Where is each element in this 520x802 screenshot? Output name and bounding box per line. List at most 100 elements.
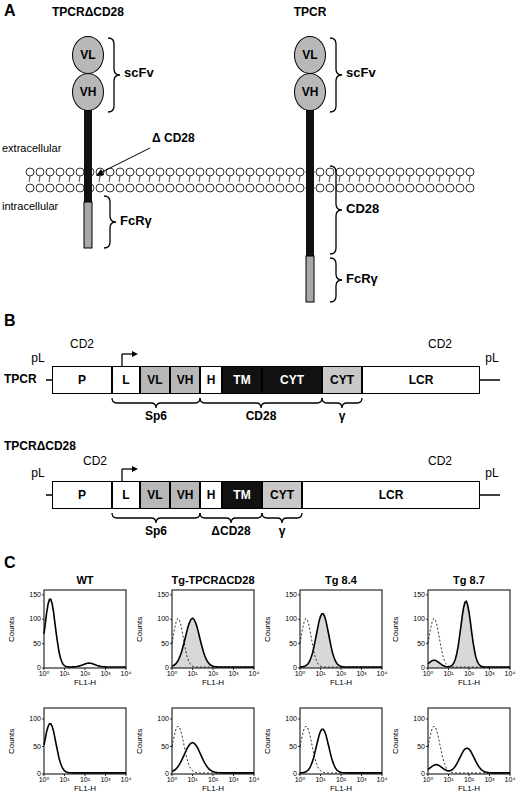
tick (300, 774, 301, 776)
segment-label: Sp6 (145, 525, 167, 538)
domain-label: Δ CD28 (152, 132, 195, 145)
tm-box: TM (222, 481, 262, 509)
tick (170, 719, 172, 720)
arrowhead (96, 169, 104, 176)
control-curve (428, 727, 510, 773)
lipid-head (396, 168, 404, 176)
tick (426, 643, 428, 644)
tick-label: 10¹ (443, 670, 453, 678)
lipid-head (466, 184, 474, 192)
lipid-tail (259, 176, 260, 182)
tick (254, 774, 255, 776)
tick-label: 50 (161, 640, 169, 648)
node-label: CYT (330, 373, 354, 387)
tick (42, 643, 44, 644)
lipid-head (466, 168, 474, 176)
lipid-tail (99, 176, 100, 182)
tick (489, 668, 490, 670)
construct-name: TPCR (4, 373, 37, 386)
lipid-head (336, 168, 344, 176)
lipid-head (76, 168, 84, 176)
tick-label: 10⁴ (121, 776, 132, 784)
lipid-head (406, 168, 414, 176)
tick-label: 10³ (100, 776, 110, 784)
lipid-head (436, 184, 444, 192)
tick-label: 10² (80, 670, 90, 678)
lipid-head (66, 184, 74, 192)
tick-label: 10⁰ (167, 670, 178, 678)
lipid-head (116, 168, 124, 176)
tick (428, 668, 429, 670)
lipid-head (166, 184, 174, 192)
lipid-tail (299, 176, 300, 182)
tick-label: 10¹ (315, 776, 325, 784)
tick-label: 10³ (228, 776, 238, 784)
tick-label: 10³ (356, 776, 366, 784)
lipid-tail (209, 176, 210, 182)
plot-frame (172, 708, 254, 774)
histogram-title: Tg 8.7 (453, 574, 485, 586)
gene-label: CD2 (83, 455, 107, 468)
tick (448, 668, 449, 670)
axis-title: Counts (393, 728, 402, 753)
lipid-head (386, 168, 394, 176)
curly-bracket (104, 196, 116, 248)
gamma-cyt-box: CYT (262, 481, 302, 509)
tick-label: 50 (33, 640, 41, 648)
tick-label: 100 (29, 615, 41, 623)
lipid-head (36, 184, 44, 192)
tick (298, 746, 300, 747)
plot-frame (300, 708, 382, 774)
lipid-head (326, 168, 334, 176)
tick (298, 719, 300, 720)
lipid-head (216, 168, 224, 176)
tick-label: 10³ (228, 670, 238, 678)
tick (85, 774, 86, 776)
lipid-tail (169, 176, 170, 182)
tick (469, 668, 470, 670)
histogram-fill (428, 601, 510, 668)
panel-letter: A (4, 2, 16, 20)
vl-box: VL (140, 481, 170, 509)
tick (320, 774, 321, 776)
histogram-curve (44, 599, 126, 667)
node-label: VH (80, 85, 97, 99)
lipid-head (26, 184, 34, 192)
tick-label: 10⁴ (121, 670, 132, 678)
lipid-head (46, 184, 54, 192)
tick (170, 746, 172, 747)
tick-label: 10¹ (59, 776, 69, 784)
construct-name: TPCRΔCD28 (4, 440, 76, 453)
vector-line (480, 494, 500, 496)
lipid-head (176, 184, 184, 192)
node-label: VL (302, 48, 317, 62)
vh-domain: VH (72, 73, 104, 111)
tick (126, 774, 127, 776)
tick-label: 50 (289, 640, 297, 648)
hinge-box: H (200, 481, 222, 509)
curly-bracket (262, 513, 302, 523)
tick (85, 668, 86, 670)
lipid-tail (459, 176, 460, 182)
lipid-head (186, 184, 194, 192)
lipid-head (456, 184, 464, 192)
tick-label: 50 (417, 640, 425, 648)
tick (170, 594, 172, 595)
cd28-stalk (84, 110, 92, 202)
tick (64, 774, 65, 776)
lipid-tail (329, 176, 330, 182)
axis-title: Counts (137, 616, 146, 641)
lipid-head (446, 184, 454, 192)
tick (213, 774, 214, 776)
lipid-head (296, 168, 304, 176)
lipid-tail (119, 176, 120, 182)
curly-bracket (330, 38, 342, 112)
lipid-tail (139, 176, 140, 182)
lipid-head (146, 168, 154, 176)
histogram-curve (428, 601, 510, 667)
promoter-box: P (52, 481, 112, 509)
tick-label: 50 (417, 743, 425, 751)
axis-title: FL1-H (330, 785, 352, 794)
lipid-head (266, 168, 274, 176)
lcr-box: LCR (362, 366, 480, 394)
